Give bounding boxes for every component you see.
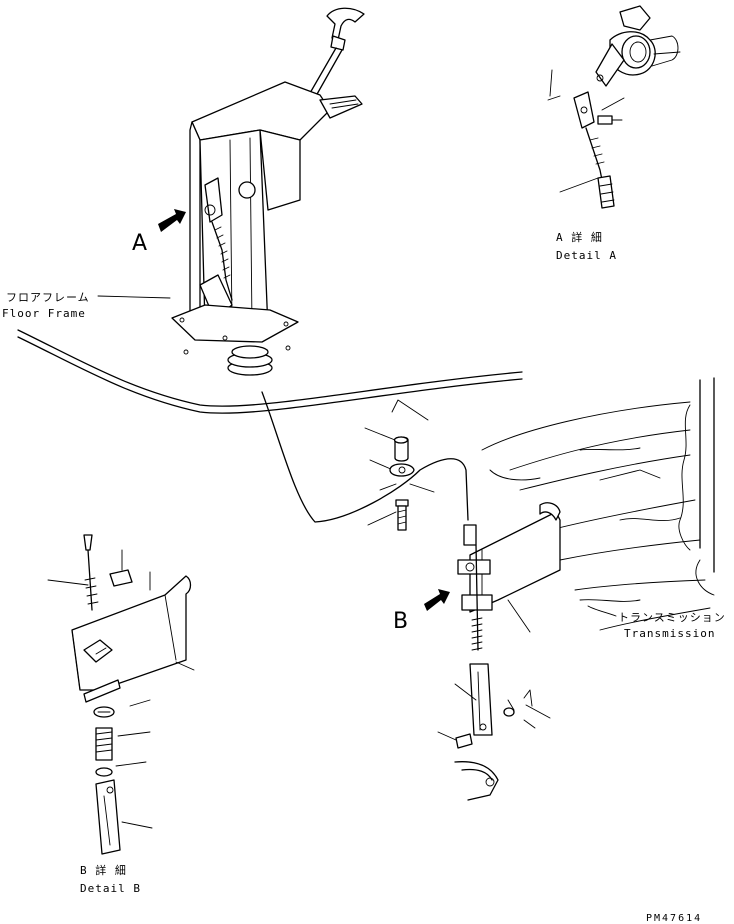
brake-cable (261, 391, 469, 523)
labels: フロアフレーム Floor Frame トランスミッション Transmissi… (2, 291, 726, 924)
floor-frame-jp-label: フロアフレーム (6, 291, 90, 304)
bold-arrow-icon (158, 209, 186, 232)
floor-frame (17, 329, 523, 414)
callout-b: B (393, 589, 450, 634)
bold-arrow-icon (424, 589, 450, 611)
cable-clamp-parts (364, 399, 435, 531)
detail-a-jp-label: A 詳 細 (556, 230, 603, 244)
detail-b-en-label: Detail B (80, 882, 141, 895)
detail-b-jp-label: B 詳 細 (80, 863, 127, 877)
callout-a-label: A (132, 231, 147, 256)
detail-a: A 詳 細 Detail A (547, 5, 681, 262)
transmission (481, 377, 715, 631)
callout-b-label: B (393, 609, 408, 634)
detail-b: B 詳 細 Detail B (47, 534, 195, 895)
callout-a: A (132, 209, 186, 256)
drawing-code: PM47614 (646, 913, 702, 924)
cable-bracket (437, 502, 561, 801)
parking-lever-assembly (171, 7, 365, 376)
transmission-jp-label: トランスミッション (618, 611, 726, 624)
transmission-en-label: Transmission (624, 627, 715, 640)
floor-frame-en-label: Floor Frame (2, 307, 86, 320)
detail-a-en-label: Detail A (556, 249, 617, 262)
